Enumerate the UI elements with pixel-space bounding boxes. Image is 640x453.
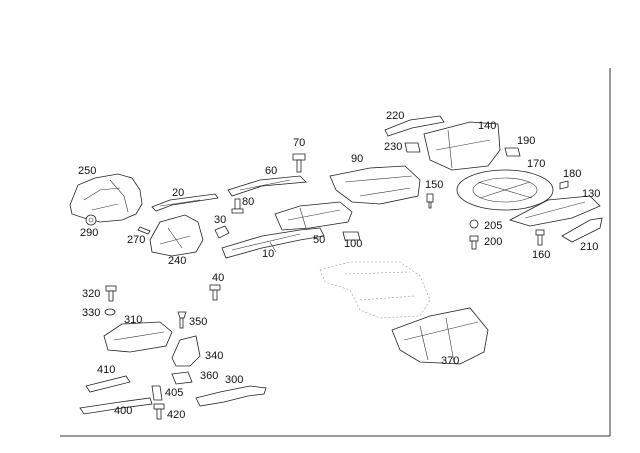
callout-210: 210 <box>580 241 598 253</box>
callout-190: 190 <box>517 135 535 147</box>
part-140-shield <box>423 121 501 171</box>
part-270-bolt <box>137 226 151 235</box>
callout-60: 60 <box>265 165 277 177</box>
part-30-clip <box>214 225 230 239</box>
callout-370: 370 <box>441 355 459 367</box>
callout-400: 400 <box>114 405 132 417</box>
callout-410: 410 <box>97 364 115 376</box>
part-420-bolt <box>153 403 165 420</box>
part-205-washer <box>469 219 479 229</box>
callout-130: 130 <box>582 188 600 200</box>
callout-30: 30 <box>214 214 226 226</box>
callout-20: 20 <box>172 187 184 199</box>
callout-50: 50 <box>313 234 325 246</box>
part-210-end-piece <box>561 217 603 243</box>
callout-250: 250 <box>78 165 96 177</box>
part-40-bolt <box>209 284 221 301</box>
part-400-rail <box>79 397 153 415</box>
part-60-strip <box>227 175 307 197</box>
callout-290: 290 <box>80 227 98 239</box>
part-70-bolt <box>292 153 306 173</box>
callout-200: 200 <box>484 236 502 248</box>
callout-70: 70 <box>293 137 305 149</box>
part-360-clip <box>171 371 193 385</box>
part-90-shield <box>329 165 421 205</box>
callout-140: 140 <box>478 120 496 132</box>
part-410-bracket <box>85 375 131 393</box>
callout-330: 330 <box>82 307 100 319</box>
part-20-strip <box>151 193 219 212</box>
part-250-heat-shield <box>69 173 143 223</box>
part-370-tunnel-shield <box>391 307 489 365</box>
callout-270: 270 <box>127 234 145 246</box>
part-220-strip <box>384 115 445 137</box>
callout-40: 40 <box>212 272 224 284</box>
callout-80: 80 <box>242 196 254 208</box>
callout-420: 420 <box>167 409 185 421</box>
part-170-wheel-well <box>456 169 554 211</box>
callout-90: 90 <box>351 153 363 165</box>
part-405-clip <box>151 385 163 401</box>
part-330-washer <box>104 308 116 316</box>
part-320-bolt <box>105 285 117 302</box>
callout-350: 350 <box>189 316 207 328</box>
callout-10: 10 <box>262 248 274 260</box>
callout-150: 150 <box>425 179 443 191</box>
part-290-washer <box>85 214 97 226</box>
callout-240: 240 <box>168 255 186 267</box>
part-300-strip <box>195 385 267 407</box>
part-180-bolt <box>559 180 569 190</box>
callout-170: 170 <box>527 158 545 170</box>
callout-360: 360 <box>200 370 218 382</box>
part-200-bolt <box>469 235 479 250</box>
part-80-bolt <box>231 198 244 214</box>
part-310-shield <box>103 321 173 353</box>
callout-100: 100 <box>344 238 362 250</box>
part-50-tunnel <box>274 201 353 231</box>
callout-405: 405 <box>165 387 183 399</box>
part-10-channel <box>221 227 325 259</box>
part-190-clip <box>504 147 521 157</box>
callout-180: 180 <box>563 168 581 180</box>
callout-300: 300 <box>225 374 243 386</box>
part-160-bolt <box>535 229 545 246</box>
part-100-nut <box>342 231 361 241</box>
callout-205: 205 <box>484 220 502 232</box>
callout-320: 320 <box>82 288 100 300</box>
callout-220: 220 <box>386 110 404 122</box>
callout-230: 230 <box>384 141 402 153</box>
part-240-bracket <box>149 214 204 257</box>
part-340-bracket <box>171 335 201 367</box>
callout-310: 310 <box>124 314 142 326</box>
part-130-rear-shield <box>508 195 601 227</box>
part-150-bolt <box>426 193 434 209</box>
part-230-clip <box>404 142 421 153</box>
callout-160: 160 <box>532 249 550 261</box>
callout-340: 340 <box>205 350 223 362</box>
part-ghost-underbody <box>319 261 431 319</box>
part-350-screw <box>177 311 187 329</box>
